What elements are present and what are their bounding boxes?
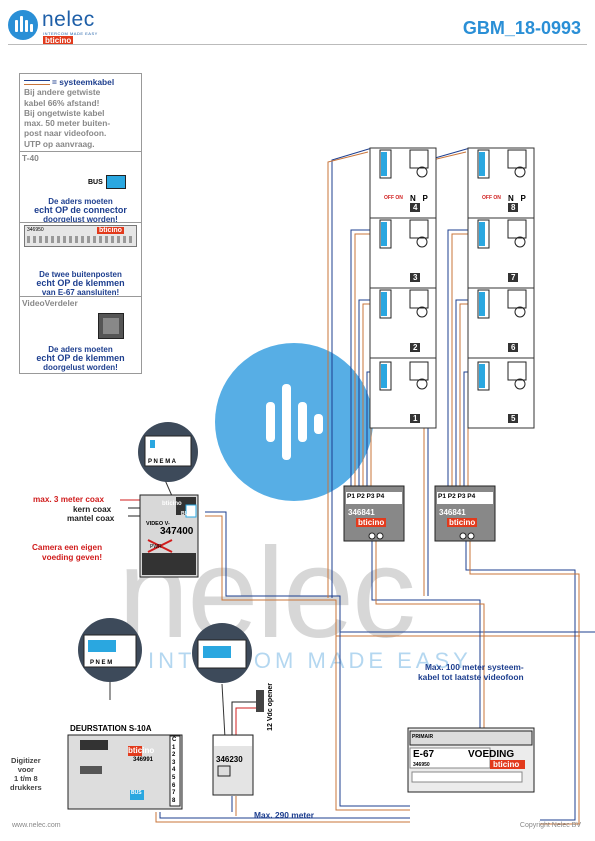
nelec-logo: nelec INTERCOM MADE EASY bticino — [8, 8, 128, 48]
monitor-number: 7 — [508, 273, 519, 282]
monitor-switch-labels: OFF ON — [384, 195, 403, 201]
legend-line-7: UTP op aanvraag. — [24, 138, 95, 149]
doorstation-part: 346991 — [133, 757, 154, 763]
doorstation-bus: BUS — [131, 790, 142, 796]
relay-graphic — [212, 734, 254, 796]
footer-copyright: Copyright Nelec BV — [519, 822, 581, 829]
legend-line-6: post naar videofoon. — [24, 128, 107, 139]
monitor-number: 8 — [508, 203, 519, 212]
max-coax-label: max. 3 meter coax — [33, 495, 105, 504]
distributor-left — [343, 485, 405, 542]
bus-connector — [106, 175, 126, 189]
opener-graphic — [256, 690, 264, 712]
power-part: 346950 — [413, 762, 430, 768]
videoverdeler-device — [98, 313, 124, 339]
legend-line-1: = systeemkabel — [24, 77, 137, 87]
distributor-right-bticino: bticino — [447, 518, 478, 527]
monitor-column-right — [467, 147, 535, 429]
max290-label: Max. 290 meter — [254, 810, 315, 820]
svg-text:PWR: PWR — [150, 544, 162, 550]
e67-detail-part: 346950 — [27, 227, 44, 233]
watermark-circle-icon — [262, 372, 326, 472]
brand-tagline: INTERCOM MADE EASY — [43, 31, 98, 36]
power-primair: PRIMAIR — [412, 734, 434, 740]
bus-label: BUS — [88, 179, 103, 186]
bticino-logo: bticino — [43, 36, 74, 45]
brand-name: nelec — [42, 8, 95, 31]
e67-detail-device: 346950 bticino — [24, 225, 137, 247]
e67-detail-terminals — [27, 236, 133, 243]
distributor-right — [434, 485, 496, 542]
watermark-circle — [215, 343, 373, 501]
legend-line-3: kabel 66% afstand! — [24, 97, 100, 108]
document-id: GBM_18-0993 — [462, 18, 581, 38]
e67-detail-bticino: bticino — [97, 227, 124, 234]
nelec-logo-icon — [8, 10, 38, 40]
header-divider — [8, 44, 587, 45]
monitor-switch-labels: OFF ON — [482, 195, 501, 201]
zoom-circle-bottom-right — [192, 623, 252, 739]
interface-module-347400: bticino VIDEO V- BUS PWR — [139, 494, 199, 578]
interface-part: 347400 — [160, 526, 194, 537]
power-label: VOEDING — [468, 749, 515, 760]
t40-title: T-40 — [22, 153, 39, 163]
svg-text:bticino: bticino — [162, 501, 182, 507]
monitor-number: 2 — [410, 343, 421, 352]
svg-text:P N E M A: P N E M A — [148, 459, 177, 465]
monitor-number: 3 — [410, 273, 421, 282]
monitor-number: 5 — [508, 414, 519, 423]
opener-label: 12 Vdc opener — [267, 683, 274, 731]
system-cable-orange — [205, 515, 580, 637]
monitor-np-labels: N P — [410, 194, 428, 203]
distributor-left-bticino: bticino — [356, 518, 387, 527]
monitor-number: 1 — [410, 414, 421, 423]
distributor-right-ports: P1 P2 P3 P4 — [438, 493, 476, 500]
power-model: E-67 — [413, 749, 435, 760]
doorstation-graphic — [67, 734, 183, 810]
mantel-coax-label: mantel coax — [67, 514, 115, 523]
zoom-circle-bottom-left: P N E M — [78, 618, 142, 700]
footer-website: www.nelec.com — [12, 822, 61, 829]
kern-coax-label: kern coax — [73, 505, 112, 514]
doorstation-title: DEURSTATION S-10A — [70, 724, 152, 733]
monitor-number: 4 — [410, 203, 421, 212]
legend-line-5: max. 50 meter buiten- — [24, 118, 111, 129]
max100-note: Max. 100 meter systeem-kabel tot laatste… — [418, 662, 524, 682]
legend-line-4: Bij ongetwiste kabel — [24, 107, 105, 118]
svg-text:VIDEO V-: VIDEO V- — [146, 521, 170, 527]
legend-line-2: Bij andere getwiste — [24, 87, 101, 98]
distributor-left-part: 346841 — [348, 508, 375, 517]
zoom-circle-top: P N E M A — [138, 422, 198, 497]
svg-text:BUS: BUS — [181, 511, 192, 517]
doorstation-bticino: bticino — [128, 746, 155, 755]
power-supply-graphic — [407, 727, 535, 793]
system-cable-blue — [205, 511, 595, 633]
monitor-number: 6 — [508, 343, 519, 352]
monitor-np-labels: N P — [508, 194, 526, 203]
power-bticino: bticino — [493, 760, 520, 769]
relay-part: 346230 — [216, 755, 243, 764]
videoverdeler-title: VideoVerdeler — [22, 298, 78, 308]
distributor-right-part: 346841 — [439, 508, 466, 517]
svg-text:P N E M: P N E M — [90, 660, 112, 666]
distributor-left-ports: P1 P2 P3 P4 — [347, 493, 385, 500]
